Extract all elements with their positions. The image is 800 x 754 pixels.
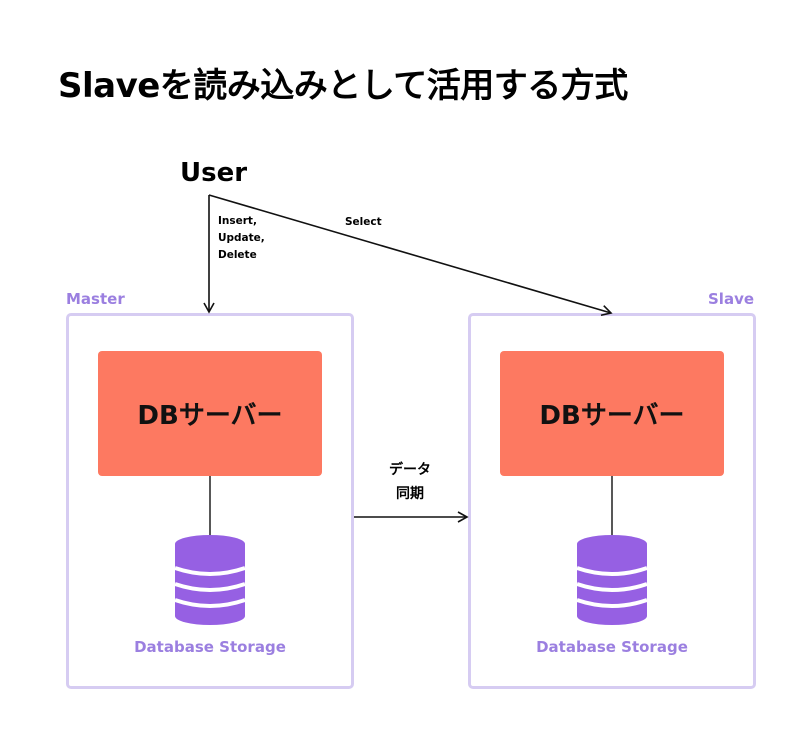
op-insert: Insert, — [218, 215, 257, 227]
database-icon — [174, 535, 246, 625]
sync-label-line1: データ — [389, 462, 431, 478]
sync-label: データ 同期 — [380, 458, 440, 506]
page-title: Slaveを読み込みとして活用する方式 — [58, 66, 628, 106]
sync-label-line2: 同期 — [396, 486, 424, 502]
arrow-user-to-slave — [208, 194, 613, 317]
master-storage-label: Database Storage — [134, 638, 286, 656]
read-operation-label: Select — [345, 216, 382, 228]
write-operations-label: Insert, Update, Delete — [218, 213, 265, 264]
slave-label: Slave — [708, 290, 755, 308]
master-db-server: DBサーバー — [98, 351, 322, 476]
slave-db-server: DBサーバー — [500, 351, 724, 476]
slave-storage-label: Database Storage — [536, 638, 688, 656]
database-icon — [576, 535, 648, 625]
user-label: User — [180, 158, 248, 188]
op-update: Update, — [218, 232, 265, 244]
master-box — [66, 313, 354, 689]
master-label: Master — [66, 290, 125, 308]
op-delete: Delete — [218, 249, 257, 261]
